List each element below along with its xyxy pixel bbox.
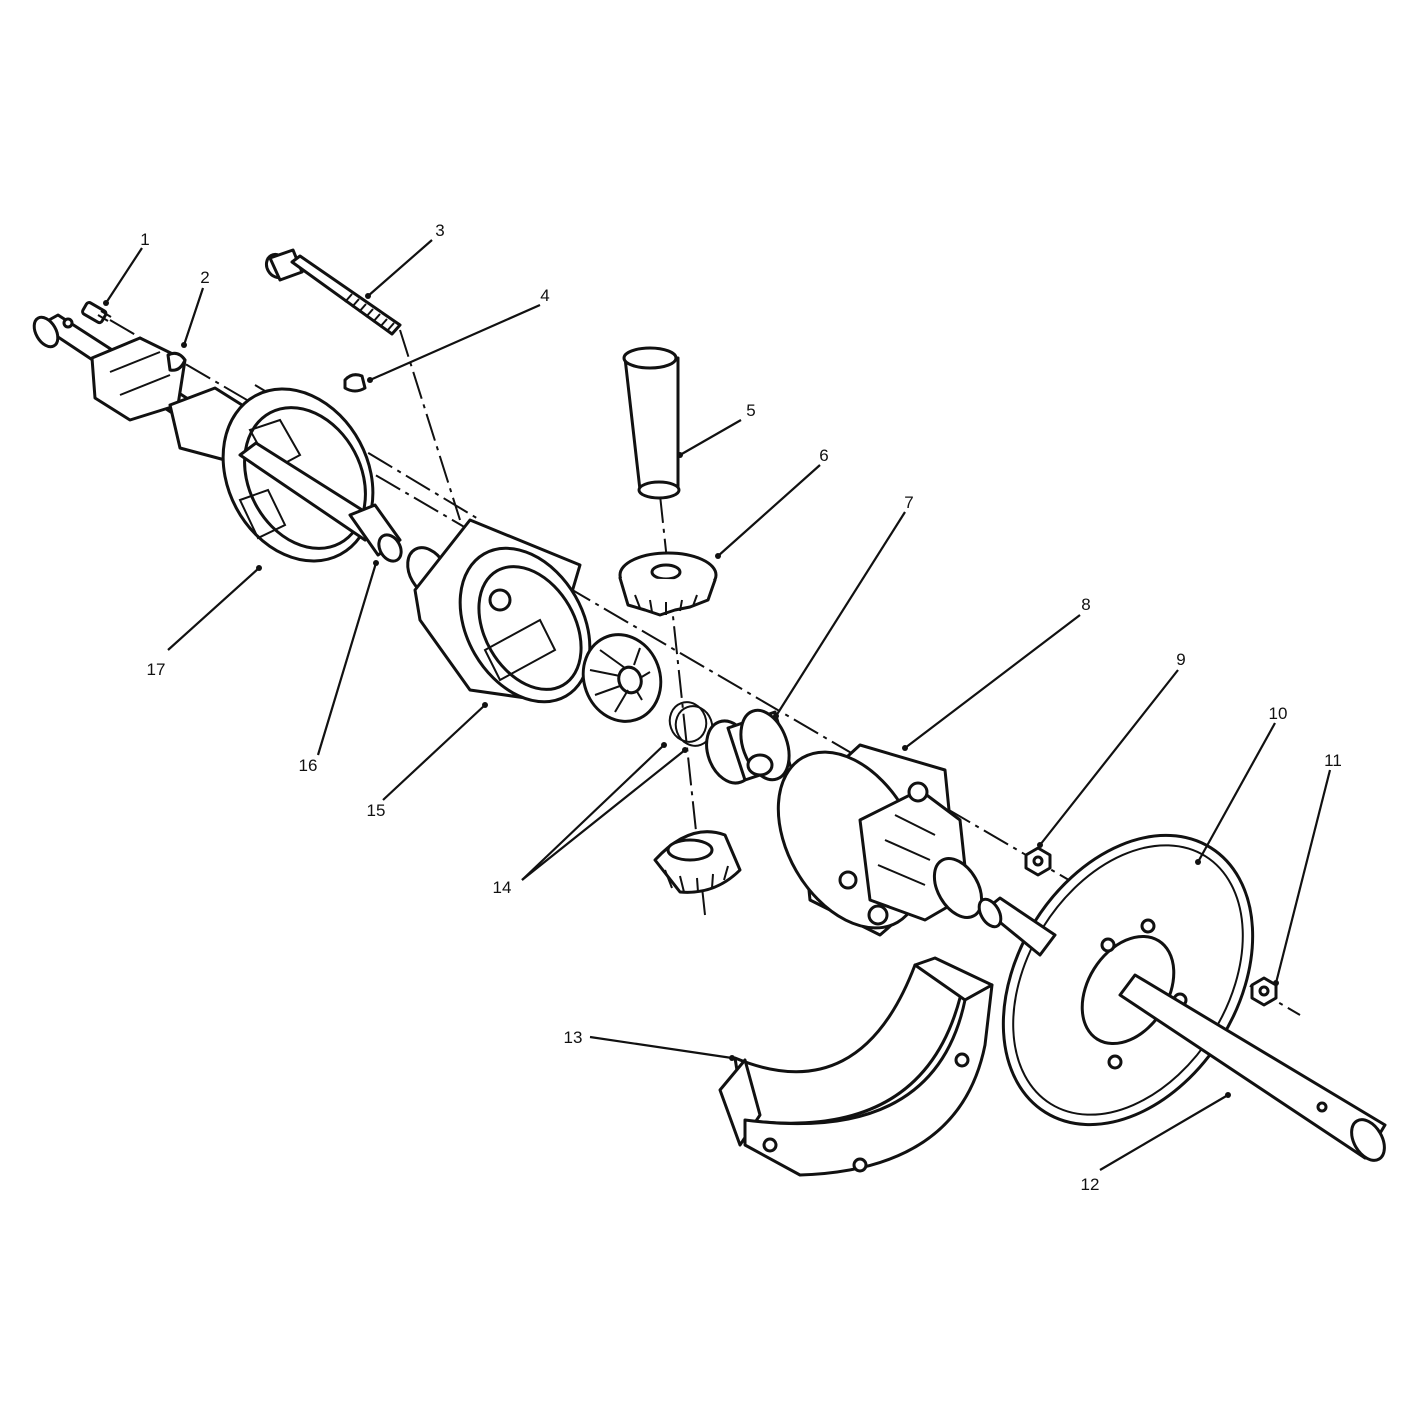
callout-14: 14 <box>493 878 512 897</box>
callout-8: 8 <box>1081 595 1090 614</box>
callout-16: 16 <box>299 756 318 775</box>
brake-drum-part <box>1001 833 1255 1127</box>
spider-gear-part <box>581 633 663 723</box>
callout-13: 13 <box>564 1028 583 1047</box>
side-gear-part <box>705 708 792 785</box>
clip-part <box>166 351 187 372</box>
leader-dots <box>103 293 1279 1098</box>
callout-4: 4 <box>540 286 549 305</box>
bevel-gear-part <box>618 551 718 617</box>
axle-housing-part <box>32 313 403 563</box>
callout-1: 1 <box>140 230 149 249</box>
callout-7: 7 <box>904 493 913 512</box>
callout-11: 11 <box>1324 751 1342 770</box>
callout-10: 10 <box>1269 704 1288 723</box>
nut-right-part <box>1250 976 1278 1007</box>
differential-case-right-part <box>776 743 984 937</box>
callout-labels: 1 2 3 4 5 6 7 8 9 10 11 12 13 14 15 16 1… <box>140 221 1342 1194</box>
callout-9: 9 <box>1176 650 1185 669</box>
callout-15: 15 <box>367 801 386 820</box>
brake-shoe-part <box>718 956 994 1177</box>
callout-2: 2 <box>200 268 209 287</box>
callout-5: 5 <box>746 401 755 420</box>
callout-12: 12 <box>1081 1175 1100 1194</box>
differential-case-left-part <box>406 518 592 704</box>
callout-17: 17 <box>147 660 166 679</box>
long-bolt-part <box>264 248 402 336</box>
bolt-part <box>81 301 112 325</box>
callout-6: 6 <box>819 446 828 465</box>
nut-part <box>1024 846 1052 877</box>
snap-ring-part <box>668 701 714 747</box>
spider-gear-lower-part <box>653 830 742 894</box>
callout-3: 3 <box>435 221 444 240</box>
leader-lines <box>105 239 1332 1171</box>
cross-pin-part <box>622 346 681 500</box>
axle-shaft-part <box>977 896 1387 1162</box>
key-part <box>343 373 367 393</box>
